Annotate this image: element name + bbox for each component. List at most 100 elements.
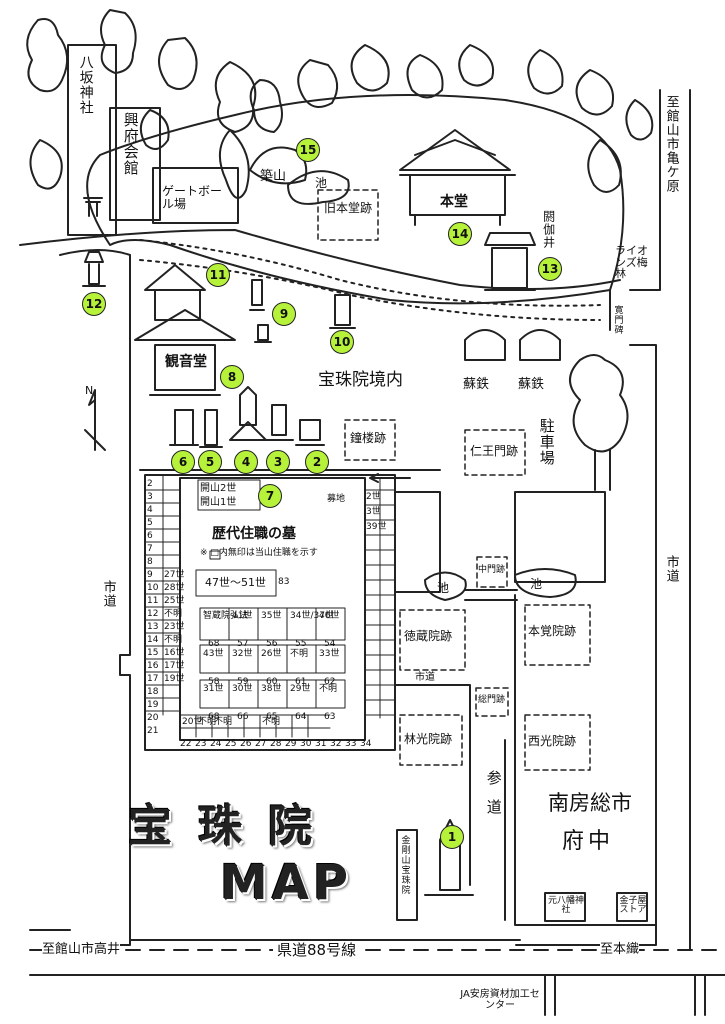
cem-bottom-1: 不明 bbox=[198, 717, 217, 727]
cem-row2n-2: 65 bbox=[266, 712, 278, 722]
cem-left-4: 6 bbox=[147, 531, 153, 541]
label-to-honori: 至本織 bbox=[600, 942, 640, 957]
small-hall-11 bbox=[144, 264, 206, 321]
label-sotetsu-1: 蘇鉄 bbox=[463, 377, 490, 392]
cem-row0n-4: 54 bbox=[324, 639, 336, 649]
cem-row0-4: 46世 bbox=[319, 611, 340, 621]
label-kofu: 興府会館 bbox=[121, 112, 140, 176]
cem-left-19: 21 bbox=[147, 726, 159, 736]
label-tokuzoin: 徳蔵院跡 bbox=[404, 629, 453, 643]
label-fuchu: 府中 bbox=[562, 829, 615, 854]
label-pond-top: 池 bbox=[315, 176, 328, 190]
cem-left-12: 14 bbox=[147, 635, 159, 645]
label-yasaka: 八坂神社 bbox=[77, 55, 94, 115]
label-keidai: 宝珠院境内 bbox=[318, 370, 403, 390]
cem-bottom-n-5: 27 bbox=[255, 739, 267, 749]
label-shido-left: 市道 bbox=[100, 580, 116, 608]
marker-6: 6 bbox=[171, 450, 195, 474]
cem-inner-9: 25世 bbox=[164, 596, 185, 606]
label-saikoin: 西光院跡 bbox=[528, 734, 577, 748]
marker-4: 4 bbox=[234, 450, 258, 474]
label-chumon: 中門跡 bbox=[478, 565, 506, 575]
label-sando: 参道 bbox=[484, 770, 503, 828]
pond-middle-right bbox=[514, 568, 577, 598]
cem-row0-2: 35世 bbox=[261, 611, 282, 621]
cem-row1-1: 32世 bbox=[232, 649, 253, 659]
label-somon: 総門跡 bbox=[478, 695, 506, 705]
label-bochi: 募地 bbox=[327, 494, 346, 504]
label-shido-right: 市道 bbox=[663, 555, 679, 583]
marker-13: 13 bbox=[538, 257, 562, 281]
cell-kaisan1: 開山1世 bbox=[200, 497, 237, 508]
north-label: N bbox=[85, 384, 94, 397]
kyuhondo-box bbox=[317, 189, 379, 241]
label-akai: 閼伽井 bbox=[541, 210, 556, 249]
cem-row2-4: 不明 bbox=[319, 684, 338, 694]
cem-row0-3: 34世/37世 bbox=[290, 611, 334, 621]
pond-top bbox=[287, 170, 350, 205]
akai-well bbox=[484, 232, 536, 291]
cem-inner-8: 28世 bbox=[164, 583, 185, 593]
cem-bottom-n-7: 29 bbox=[285, 739, 297, 749]
label-to-kamegahara: 至館山市亀ケ原 bbox=[663, 95, 679, 193]
label-lions: ライオンズ梅林 bbox=[615, 244, 648, 281]
cem-row0n-0: 68 bbox=[208, 639, 220, 649]
cem-row1n-1: 59 bbox=[237, 677, 249, 687]
cem-bottom-n-9: 31 bbox=[315, 739, 327, 749]
label-pond-mid-2: 池 bbox=[530, 577, 543, 591]
marker-2: 2 bbox=[305, 450, 329, 474]
cem-bottom-n-6: 28 bbox=[270, 739, 282, 749]
cell-kaisan2: 開山2世 bbox=[200, 483, 237, 494]
label-hongakuin: 本覚院跡 bbox=[528, 624, 577, 638]
cem-bottom-n-10: 32 bbox=[330, 739, 342, 749]
cem-bottom-5: 不明 bbox=[262, 717, 281, 727]
label-kaneko: 金子屋ストア bbox=[619, 896, 647, 916]
cem-left-11: 13 bbox=[147, 622, 159, 632]
cem-row0n-1: 57 bbox=[237, 639, 249, 649]
label-kannondo: 観音堂 bbox=[165, 354, 207, 370]
gateball-block bbox=[152, 167, 239, 224]
cem-left-1: 3 bbox=[147, 492, 153, 502]
pond-middle-left bbox=[424, 571, 467, 601]
cem-bottom-2: 不明 bbox=[214, 717, 233, 727]
marker-15: 15 bbox=[296, 138, 320, 162]
cem-row1n-4: 62 bbox=[324, 677, 336, 687]
cem-row1-3: 不明 bbox=[290, 649, 309, 659]
cem-left-16: 18 bbox=[147, 687, 159, 697]
marker-7: 7 bbox=[258, 484, 282, 508]
label-shido-mid: 市道 bbox=[415, 672, 435, 683]
cem-left-5: 7 bbox=[147, 544, 153, 554]
kofu-hall-block bbox=[109, 107, 161, 221]
cem-left-15: 17 bbox=[147, 674, 159, 684]
cem-inner-14: 17世 bbox=[164, 661, 185, 671]
label-haka: 歴代住職の墓 bbox=[212, 526, 296, 542]
cem-row2n-1: 66 bbox=[237, 712, 249, 722]
marker-9: 9 bbox=[272, 302, 296, 326]
cem-bottom-n-12: 34 bbox=[360, 739, 372, 749]
cem-row0-0: 智蔵院弘法 bbox=[203, 611, 249, 621]
cem-row2n-0: 68 bbox=[208, 712, 220, 722]
yasaka-shrine-block bbox=[67, 44, 117, 236]
cem-row1-4: 33世 bbox=[319, 649, 340, 659]
cem-inner-13: 16世 bbox=[164, 648, 185, 658]
tree-row-top bbox=[26, 9, 654, 199]
hongakuin-box bbox=[524, 604, 591, 666]
cem-row1n-2: 60 bbox=[266, 677, 278, 687]
cem-row2n-3: 64 bbox=[295, 712, 307, 722]
cem-right-0: 2世 bbox=[366, 492, 381, 502]
marker-12: 12 bbox=[82, 292, 106, 316]
label-ja: JA安房資材加工センター bbox=[460, 989, 540, 1011]
hill-outline bbox=[86, 94, 625, 305]
cem-bottom-n-4: 26 bbox=[240, 739, 252, 749]
label-motohachiman: 元八幡神社 bbox=[548, 896, 585, 916]
marker-1: 1 bbox=[440, 825, 464, 849]
label-niomon: 仁王門跡 bbox=[470, 444, 519, 458]
cem-row1n-3: 61 bbox=[295, 677, 307, 687]
rinkoin-box bbox=[399, 714, 463, 766]
label-pond-mid-1: 池 bbox=[437, 581, 450, 595]
cem-left-7: 9 bbox=[147, 570, 153, 580]
marker-8: 8 bbox=[220, 365, 244, 389]
cem-bottom-n-11: 33 bbox=[345, 739, 357, 749]
cem-row0-1: 41世 bbox=[232, 611, 253, 621]
